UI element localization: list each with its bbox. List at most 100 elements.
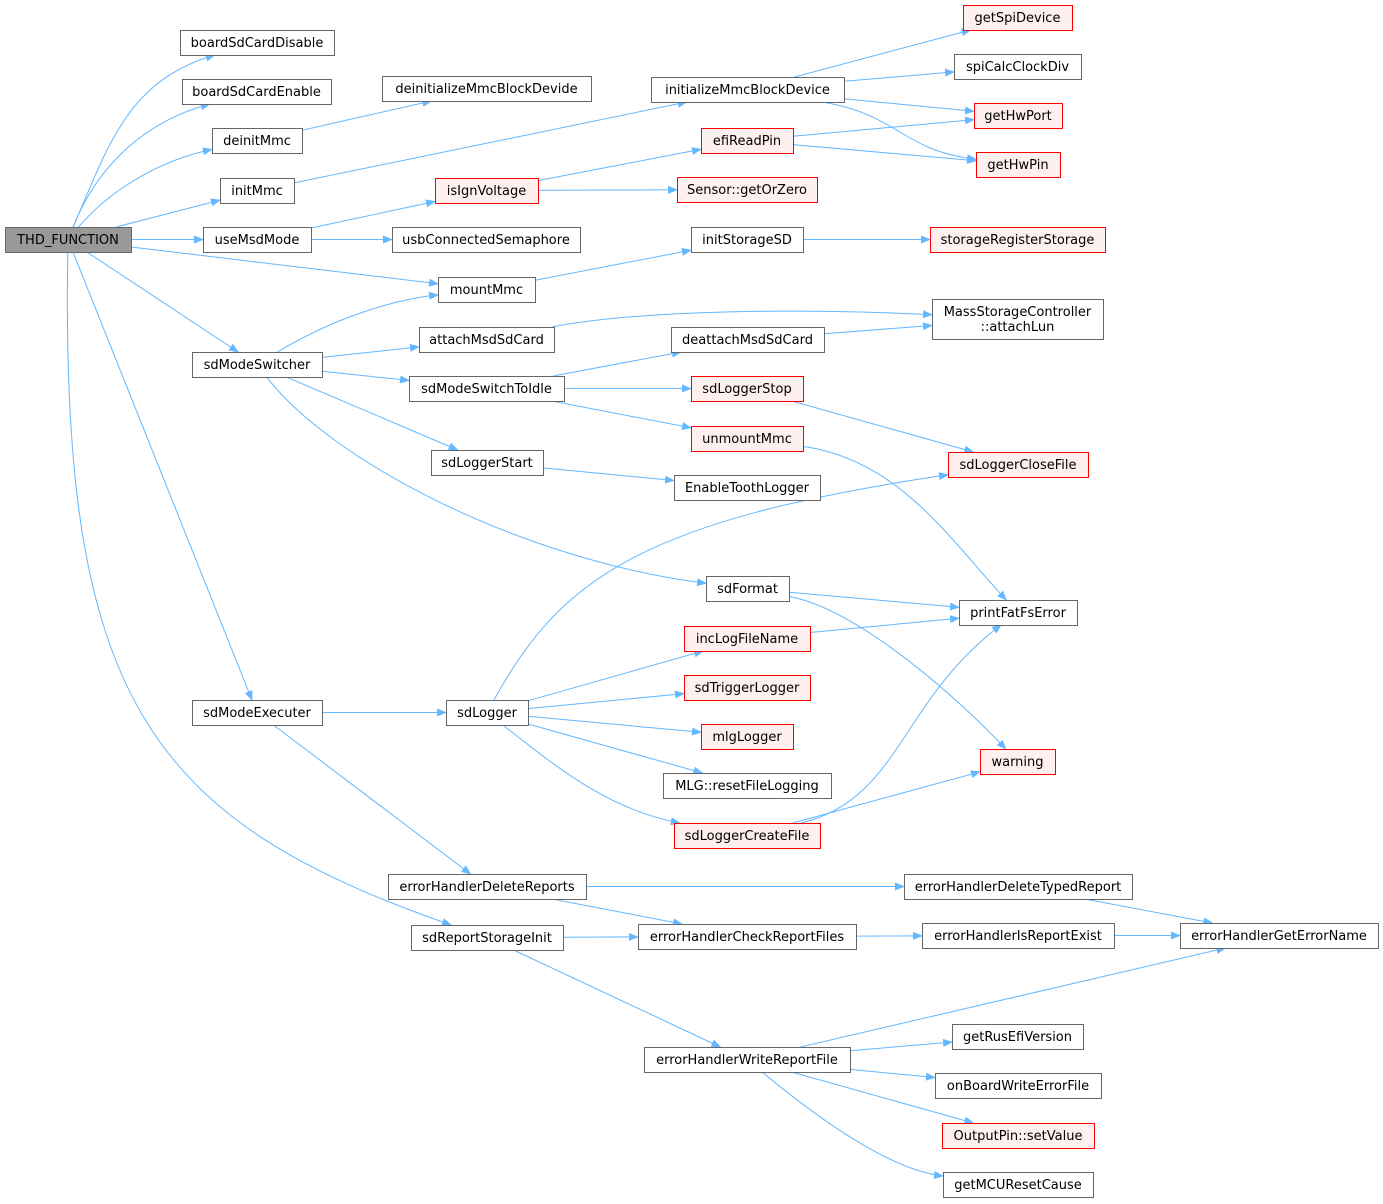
node-sdModeSwitchToIdle[interactable]: sdModeSwitchToIdle xyxy=(409,376,565,402)
node-label: sdReportStorageInit xyxy=(422,931,552,946)
node-getHwPin[interactable]: getHwPin xyxy=(976,152,1061,178)
node-mlgResetFileLogging[interactable]: MLG::resetFileLogging xyxy=(663,773,832,799)
edge-thd-to-sdReportStorageInit xyxy=(66,251,453,926)
node-getMCUResetCause[interactable]: getMCUResetCause xyxy=(943,1172,1094,1198)
node-attachMsdSdCard[interactable]: attachMsdSdCard xyxy=(419,327,555,353)
node-label: onBoardWriteErrorFile xyxy=(947,1079,1089,1094)
node-box xyxy=(677,177,818,203)
node-initStorageSD[interactable]: initStorageSD xyxy=(691,227,804,253)
node-box xyxy=(706,576,790,602)
node-label: getMCUResetCause xyxy=(954,1178,1082,1193)
node-sdModeExecuter[interactable]: sdModeExecuter xyxy=(192,700,323,726)
node-label: MassStorageController xyxy=(944,305,1092,320)
node-mlgLogger[interactable]: mlgLogger xyxy=(701,724,794,750)
node-deinitializeMmcBlockDevide[interactable]: deinitializeMmcBlockDevide xyxy=(382,76,592,102)
node-sdLogger[interactable]: sdLogger xyxy=(446,700,529,726)
edge-sdLogger-to-incLogFileName xyxy=(527,649,705,702)
edge-efiReadPin-to-getHwPort xyxy=(792,116,975,137)
edge-errorHandlerWriteReportFile-to-onBoardWriteErrorFile xyxy=(849,1068,936,1081)
node-usbConnectedSemaphore[interactable]: usbConnectedSemaphore xyxy=(392,227,581,253)
edge-errorHandlerWriteReportFile-to-errorHandlerGetErrorName xyxy=(800,946,1227,1048)
edge-sdModeExecuter-to-errorHandlerDeleteReports xyxy=(273,724,472,875)
edge-sdLogger-to-mlgResetFileLogging xyxy=(527,723,704,775)
node-label: boardSdCardDisable xyxy=(191,36,324,51)
node-errorHandlerWriteReportFile[interactable]: errorHandlerWriteReportFile xyxy=(644,1047,851,1073)
node-box xyxy=(192,352,323,378)
node-errorHandlerIsReportExist[interactable]: errorHandlerIsReportExist xyxy=(922,923,1115,949)
node-label: initStorageSD xyxy=(702,233,792,248)
edge-errorHandlerWriteReportFile-to-outputPinSetValue xyxy=(791,1071,975,1125)
node-box xyxy=(948,452,1089,478)
node-box xyxy=(922,923,1115,949)
node-errorHandlerDeleteTypedReport[interactable]: errorHandlerDeleteTypedReport xyxy=(904,874,1133,900)
node-box xyxy=(691,227,804,253)
node-sdLoggerStop[interactable]: sdLoggerStop xyxy=(691,376,804,402)
edge-initializeMmcBlockDevice-to-getSpiDevice xyxy=(794,28,972,78)
node-label: isIgnVoltage xyxy=(447,184,526,199)
node-label: getRusEfiVersion xyxy=(963,1030,1072,1045)
node-label: sdTriggerLogger xyxy=(695,681,800,696)
node-isIgnVoltage[interactable]: isIgnVoltage xyxy=(435,178,539,204)
node-box xyxy=(651,77,845,103)
node-box xyxy=(943,1172,1094,1198)
node-storageRegisterStorage[interactable]: storageRegisterStorage xyxy=(930,227,1106,253)
node-label: OutputPin::setValue xyxy=(954,1129,1083,1144)
node-sdFormat[interactable]: sdFormat xyxy=(706,576,790,602)
node-box xyxy=(220,178,295,204)
node-mountMmc[interactable]: mountMmc xyxy=(438,277,536,303)
node-onBoardWriteErrorFile[interactable]: onBoardWriteErrorFile xyxy=(935,1073,1102,1099)
edge-thd-to-mountMmc xyxy=(130,246,439,287)
node-box xyxy=(435,178,539,204)
node-sensorGetOrZero[interactable]: Sensor::getOrZero xyxy=(677,177,818,203)
node-label: sdLogger xyxy=(457,706,517,721)
node-boardSdCardEnable[interactable]: boardSdCardEnable xyxy=(182,79,332,105)
edge-sdReportStorageInit-to-errorHandlerWriteReportFile xyxy=(513,949,722,1048)
node-incLogFileName[interactable]: incLogFileName xyxy=(684,626,811,652)
node-warning[interactable]: warning xyxy=(980,749,1056,775)
node-sdReportStorageInit[interactable]: sdReportStorageInit xyxy=(411,925,564,951)
node-sdModeSwitcher[interactable]: sdModeSwitcher xyxy=(192,352,323,378)
node-thd[interactable]: THD_FUNCTION xyxy=(5,227,132,253)
node-useMsdMode[interactable]: useMsdMode xyxy=(203,227,312,253)
node-box xyxy=(392,227,581,253)
node-errorHandlerDeleteReports[interactable]: errorHandlerDeleteReports xyxy=(388,874,587,900)
node-boardSdCardDisable[interactable]: boardSdCardDisable xyxy=(180,30,335,56)
node-box xyxy=(382,76,592,102)
node-efiReadPin[interactable]: efiReadPin xyxy=(701,128,794,154)
node-sdLoggerCloseFile[interactable]: sdLoggerCloseFile xyxy=(948,452,1089,478)
edge-sdModeSwitcher-to-mountMmc xyxy=(277,291,439,353)
node-getRusEfiVersion[interactable]: getRusEfiVersion xyxy=(952,1024,1084,1050)
node-outputPinSetValue[interactable]: OutputPin::setValue xyxy=(942,1123,1095,1149)
node-label: errorHandlerDeleteReports xyxy=(399,880,574,895)
node-attachLun[interactable]: MassStorageController::attachLun xyxy=(932,299,1104,340)
node-deattachMsdSdCard[interactable]: deattachMsdSdCard xyxy=(671,327,825,353)
edge-deinitMmc-to-deinitializeMmcBlockDevide xyxy=(301,99,433,131)
edge-sdLogger-to-mlgLogger xyxy=(527,715,702,736)
node-initializeMmcBlockDevice[interactable]: initializeMmcBlockDevice xyxy=(651,77,845,103)
node-sdLoggerCreateFile[interactable]: sdLoggerCreateFile xyxy=(674,823,821,849)
node-label: errorHandlerWriteReportFile xyxy=(656,1053,838,1068)
node-deinitMmc[interactable]: deinitMmc xyxy=(212,128,303,154)
node-errorHandlerCheckReportFiles[interactable]: errorHandlerCheckReportFiles xyxy=(638,924,857,950)
node-enableToothLogger[interactable]: EnableToothLogger xyxy=(674,475,821,501)
node-label: sdModeSwitchToIdle xyxy=(421,382,552,397)
node-sdTriggerLogger[interactable]: sdTriggerLogger xyxy=(684,675,811,701)
edge-sdFormat-to-warning xyxy=(788,595,1007,750)
edge-thd-to-sdModeSwitcher xyxy=(86,251,239,353)
node-sdLoggerStart[interactable]: sdLoggerStart xyxy=(431,450,544,476)
edge-sdModeSwitcher-to-sdLoggerStart xyxy=(286,376,459,451)
node-label: errorHandlerGetErrorName xyxy=(1191,929,1367,944)
node-printFatFsError[interactable]: printFatFsError xyxy=(959,600,1078,626)
edge-initMmc-to-initializeMmcBlockDevice xyxy=(293,99,688,184)
node-box xyxy=(980,749,1056,775)
node-label: sdLoggerCloseFile xyxy=(959,458,1076,473)
node-label: THD_FUNCTION xyxy=(16,233,119,248)
node-unmountMmc[interactable]: unmountMmc xyxy=(691,426,804,452)
node-getHwPort[interactable]: getHwPort xyxy=(974,103,1063,129)
node-getSpiDevice[interactable]: getSpiDevice xyxy=(963,5,1073,31)
node-initMmc[interactable]: initMmc xyxy=(220,178,295,204)
node-errorHandlerGetErrorName[interactable]: errorHandlerGetErrorName xyxy=(1180,923,1379,949)
node-spiCalcClockDiv[interactable]: spiCalcClockDiv xyxy=(954,54,1082,80)
node-label: getSpiDevice xyxy=(975,11,1061,26)
